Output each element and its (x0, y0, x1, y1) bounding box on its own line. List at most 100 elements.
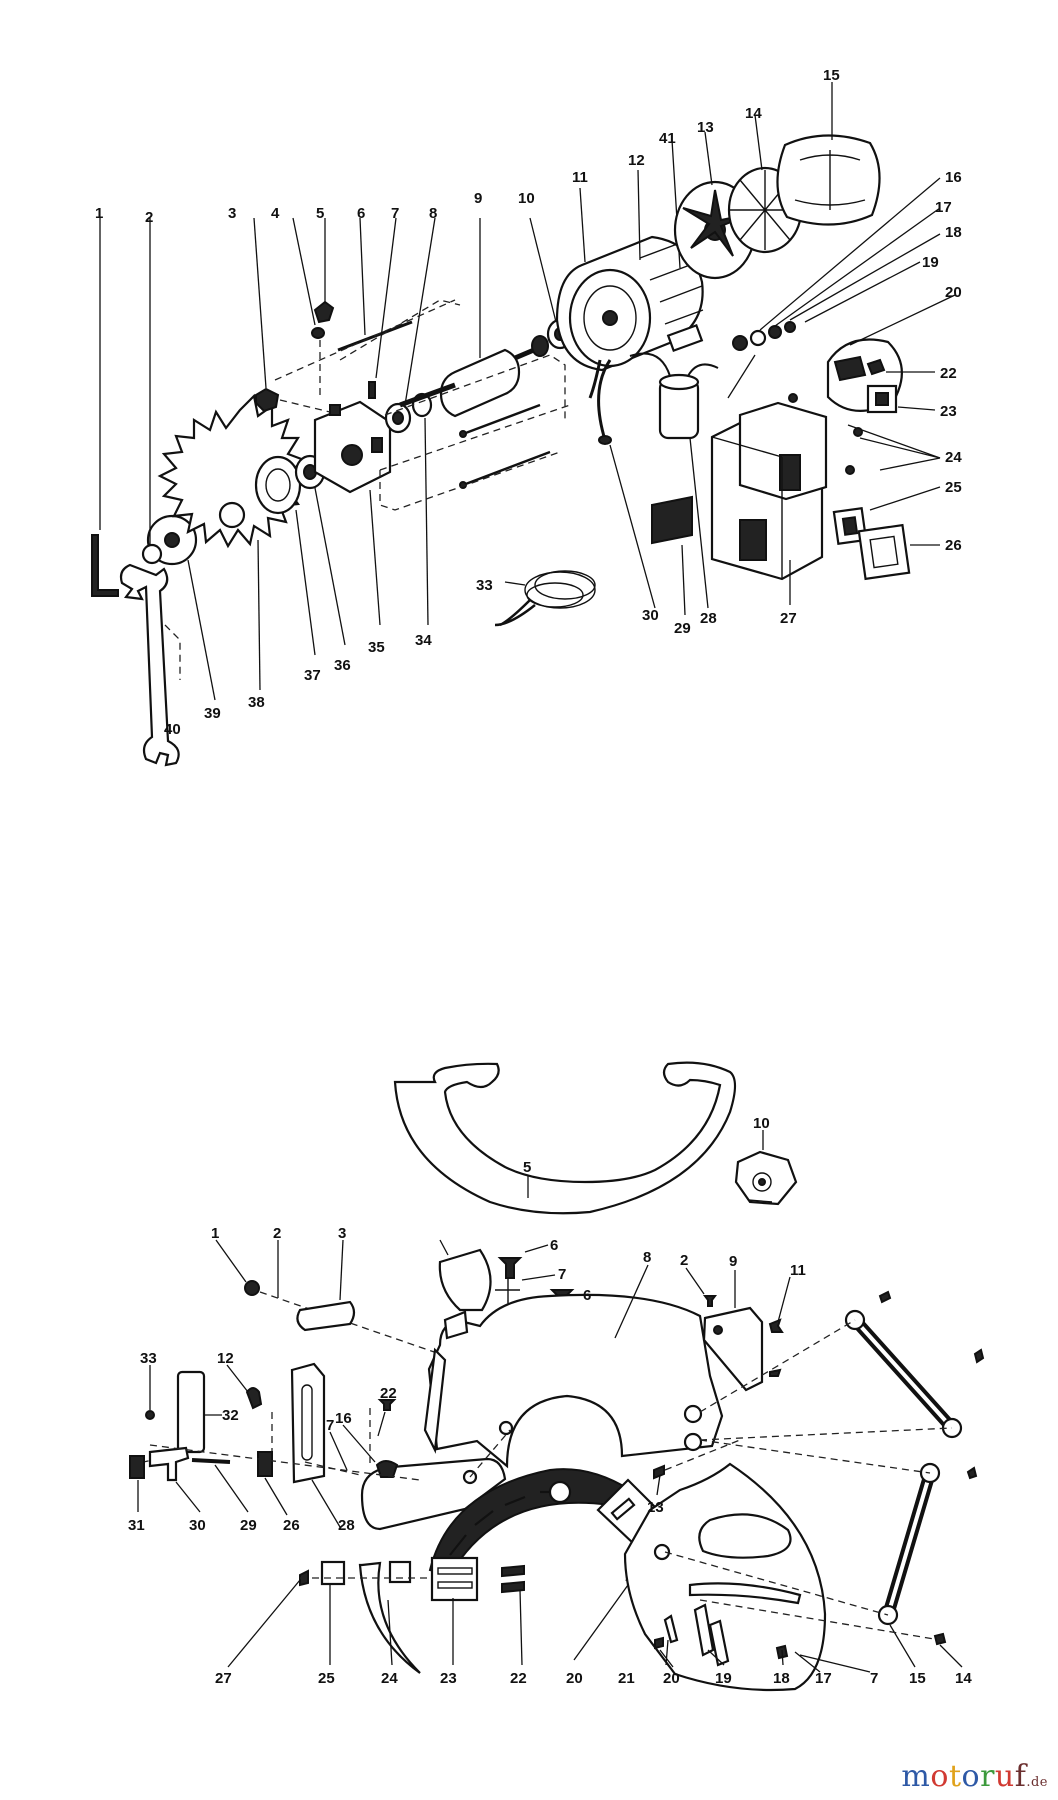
spring-clip-part (245, 1387, 263, 1410)
bracket-plate-part (702, 1306, 764, 1392)
part-label: 22 (510, 1670, 527, 1687)
part-label: 28 (700, 610, 717, 627)
part-label: 41 (659, 130, 676, 147)
part-label: 34 (415, 632, 432, 649)
motor-assembly-labels: 1 2 3 4 5 6 7 8 9 10 11 12 13 14 15 16 1… (95, 67, 962, 738)
part-label: 20 (663, 1670, 680, 1687)
part-label: 40 (164, 721, 181, 738)
link-arm-lower-part (877, 1462, 941, 1626)
part-label: 7 (870, 1670, 878, 1687)
part-label: 14 (745, 105, 762, 122)
riving-knife-part (358, 1561, 421, 1674)
part-label: 23 (440, 1670, 457, 1687)
hex-nut-part (734, 1150, 798, 1206)
part-label: 8 (643, 1249, 651, 1266)
upper-guard-arc-part (393, 1061, 737, 1215)
cable-sleeve-part (597, 359, 612, 441)
spring-part (129, 1455, 145, 1479)
part-label: 30 (189, 1517, 206, 1534)
part-label: 18 (945, 224, 962, 241)
part-label: 25 (318, 1670, 335, 1687)
guard-knob-part (296, 1300, 356, 1332)
blade-guard-diagram (129, 1061, 985, 1692)
label-plate-part (651, 495, 693, 545)
part-label: 19 (715, 1670, 732, 1687)
part-label: 15 (909, 1670, 926, 1687)
end-cover-part (776, 134, 881, 226)
washer-part (311, 327, 325, 339)
part-label: 22 (380, 1385, 397, 1402)
part-label: 31 (128, 1517, 145, 1534)
part-label: 23 (940, 403, 957, 420)
part-label: 9 (729, 1253, 737, 1270)
motor-assembly-diagram (91, 82, 956, 767)
part-label: 37 (304, 667, 321, 684)
watermark-letter: r (980, 1759, 995, 1794)
hex-key-part (91, 534, 119, 597)
part-label: 7 (391, 205, 399, 222)
switch-cover-part (866, 384, 898, 414)
motor-housing-part (555, 235, 704, 372)
lever-part (148, 1446, 190, 1482)
part-label: 38 (248, 694, 265, 711)
part-label: 3 (338, 1225, 346, 1242)
part-label: 36 (334, 657, 351, 674)
motoruf-watermark: motoruf.de (901, 1759, 1048, 1794)
capacitor-part (629, 352, 719, 440)
part-label: 13 (697, 119, 714, 136)
part-label: 27 (780, 610, 797, 627)
switch-button-part (866, 358, 886, 376)
part-label: 4 (271, 205, 280, 222)
part-label: 10 (518, 190, 535, 207)
part-label: 26 (945, 537, 962, 554)
part-label: 2 (273, 1225, 281, 1242)
watermark-letter: t (948, 1759, 962, 1794)
screw-part (255, 387, 280, 413)
part-label: 9 (474, 190, 482, 207)
part-label: 12 (217, 1350, 234, 1367)
switch-box-part (710, 401, 828, 581)
part-label: 6 (550, 1237, 558, 1254)
blade-guard-labels: 1 2 3 5 6 6 7 8 2 9 10 11 12 32 33 16 22… (128, 1115, 972, 1687)
part-label: 17 (935, 199, 952, 216)
part-label: 29 (674, 620, 691, 637)
part-label: 8 (429, 205, 437, 222)
part-label: 7 (326, 1417, 334, 1434)
upper-guard-body-part (423, 1293, 724, 1469)
part-label: 32 (222, 1407, 239, 1424)
power-cord-part (494, 570, 596, 627)
part-label: 16 (945, 169, 962, 186)
part-label: 11 (790, 1262, 806, 1279)
watermark-letter: u (994, 1759, 1015, 1794)
part-label: 22 (940, 365, 957, 382)
guard-screw-part (244, 1280, 260, 1296)
part-label: 20 (945, 284, 962, 301)
watermark-tld: .de (1026, 1775, 1048, 1790)
part-label: 33 (140, 1350, 157, 1367)
part-label: 1 (211, 1225, 219, 1242)
part-label: 10 (753, 1115, 770, 1132)
part-label: 26 (283, 1517, 300, 1534)
part-label: 28 (338, 1517, 355, 1534)
part-label: 13 (647, 1499, 664, 1516)
part-label: 21 (618, 1670, 635, 1687)
watermark-letter: f (1014, 1759, 1027, 1794)
watermark-letter: o (961, 1759, 981, 1794)
brush-holder-part (313, 300, 335, 324)
part-label: 15 (823, 67, 840, 84)
inner-flange-part (254, 455, 302, 515)
guard-bolt-part (497, 1257, 523, 1279)
part-label: 25 (945, 479, 962, 496)
link-arm-upper-part (844, 1309, 963, 1439)
switch-screw-part (732, 335, 748, 351)
wrench-part (119, 563, 180, 767)
blade-guard-plate-part (623, 1462, 827, 1692)
part-label: 5 (523, 1159, 531, 1176)
armature-part (399, 335, 549, 418)
part-label: 3 (228, 205, 236, 222)
part-label: 11 (572, 169, 588, 186)
part-label: 18 (773, 1670, 790, 1687)
part-label: 35 (368, 639, 385, 656)
part-label: 7 (558, 1266, 566, 1283)
part-label: 1 (95, 205, 103, 222)
